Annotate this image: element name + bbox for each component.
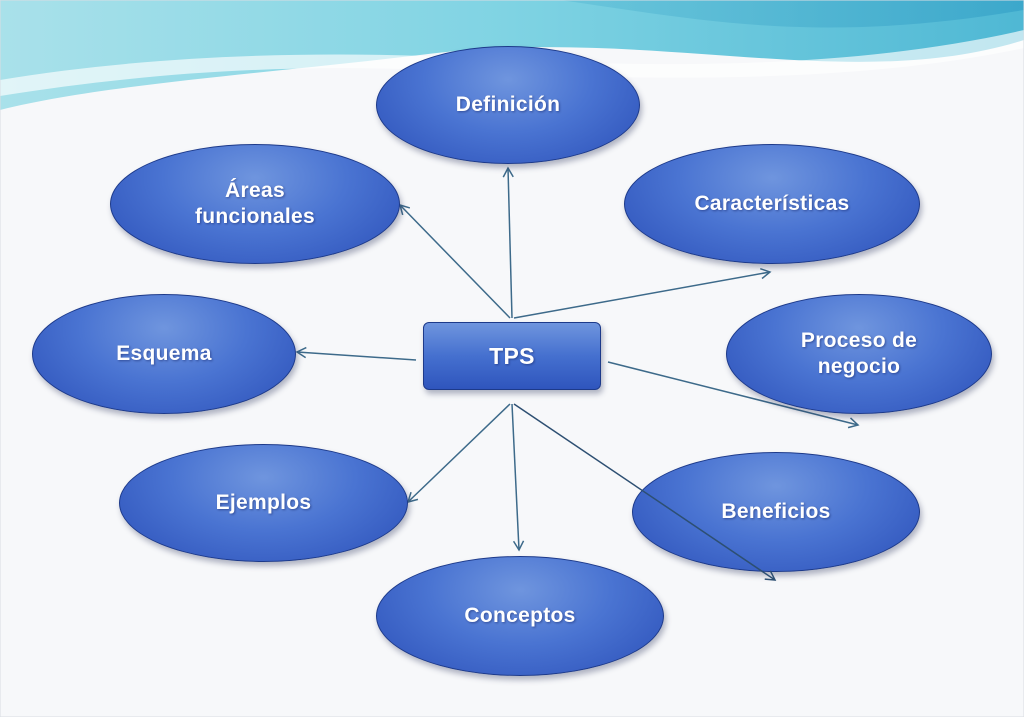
node-label: Conceptos bbox=[464, 604, 576, 627]
node-esquema: Esquema bbox=[32, 294, 296, 414]
node-label: Ejemplos bbox=[215, 491, 312, 514]
arrow-to-caracteristicas bbox=[513, 267, 772, 319]
arrow-to-areas bbox=[398, 203, 511, 319]
node-label: Características bbox=[694, 192, 850, 215]
node-label: Definición bbox=[455, 93, 561, 116]
node-proceso-de-negocio: Proceso de negocio bbox=[726, 294, 992, 414]
arrow-to-definicion bbox=[502, 166, 514, 319]
node-areas-funcionales: Áreas funcionales bbox=[110, 144, 400, 264]
node-label: Esquema bbox=[116, 342, 212, 365]
node-label: Beneficios bbox=[721, 500, 831, 523]
node-definicion: Definición bbox=[376, 46, 640, 164]
node-conceptos: Conceptos bbox=[376, 556, 664, 676]
node-beneficios: Beneficios bbox=[632, 452, 920, 572]
node-ejemplos: Ejemplos bbox=[119, 444, 408, 562]
node-label: Áreas funcionales bbox=[195, 179, 315, 228]
node-caracteristicas: Características bbox=[624, 144, 920, 264]
node-tps: TPS bbox=[423, 322, 601, 390]
node-label: Proceso de negocio bbox=[800, 329, 918, 378]
arrow-to-esquema bbox=[295, 346, 417, 361]
arrow-to-ejemplos bbox=[406, 403, 511, 504]
arrow-to-proceso bbox=[607, 361, 860, 429]
node-label: TPS bbox=[489, 343, 535, 369]
